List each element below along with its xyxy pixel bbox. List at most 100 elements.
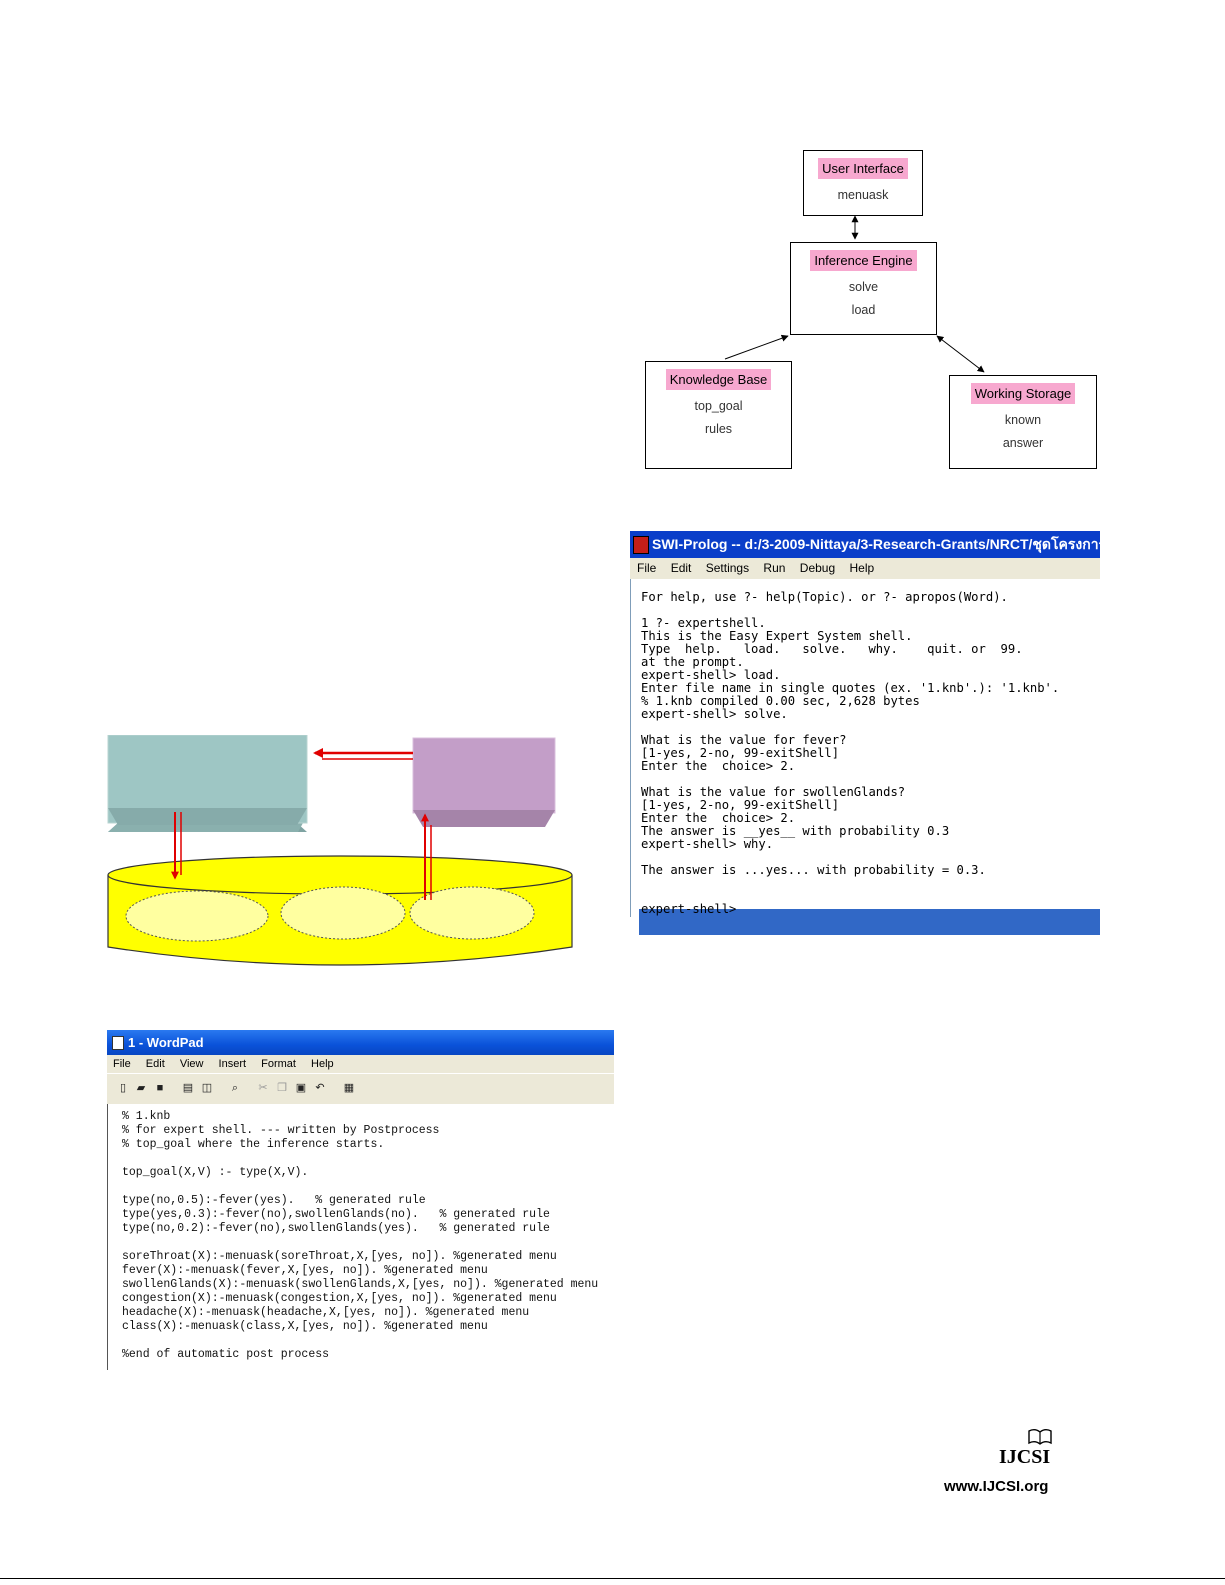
document-line: type(no,0.5):-fever(yes). % generated ru… xyxy=(122,1194,426,1207)
menu-file[interactable]: File xyxy=(637,561,657,575)
working-storage-item: answer xyxy=(1002,436,1044,450)
menu-help[interactable]: Help xyxy=(311,1058,334,1070)
console-line: expert-shell> xyxy=(641,902,737,916)
document-line: %end of automatic post process xyxy=(122,1348,330,1361)
prolog-title-bar[interactable]: SWI-Prolog -- d:/3-2009-Nittaya/3-Resear… xyxy=(630,531,1100,558)
console-line: The answer is ...yes... with probability… xyxy=(641,863,986,877)
selection-highlight xyxy=(639,922,1100,935)
new-icon[interactable]: ▯ xyxy=(119,1082,127,1094)
prolog-title: SWI-Prolog -- d:/3-2009-Nittaya/3-Resear… xyxy=(652,536,1100,552)
console-line: [1-yes, 2-no, 99-exitShell] xyxy=(641,798,840,812)
journal-url[interactable]: www.IJCSI.org xyxy=(944,1478,1049,1495)
teal-box-bottom xyxy=(108,823,303,832)
book-icon xyxy=(1028,1429,1052,1445)
purple-box xyxy=(412,737,556,814)
document-line: type(yes,0.3):-fever(no),swollenGlands(n… xyxy=(122,1208,550,1221)
selection-highlight xyxy=(639,909,1100,922)
prolog-app-icon xyxy=(633,536,649,554)
copy-icon[interactable]: ❐ xyxy=(277,1082,287,1094)
console-line: This is the Easy Expert System shell. xyxy=(641,629,913,643)
journal-logo: IJCSI xyxy=(999,1446,1051,1468)
document-line: top_goal(X,V) :- type(X,V). xyxy=(122,1166,309,1179)
inference-engine-title: Inference Engine xyxy=(810,250,917,271)
menu-run[interactable]: Run xyxy=(763,561,786,575)
arrow-kb-engine xyxy=(724,334,789,360)
inference-engine-item: solve xyxy=(848,280,879,294)
menu-view[interactable]: View xyxy=(179,1058,204,1070)
cut-icon[interactable]: ✂ xyxy=(258,1082,268,1094)
console-line: at the prompt. xyxy=(641,655,744,669)
document-line: swollenGlands(X):-menuask(swollenGlands,… xyxy=(122,1278,599,1291)
console-line: expert-shell> solve. xyxy=(641,707,788,721)
menu-edit[interactable]: Edit xyxy=(145,1058,165,1070)
console-line: expert-shell> load. xyxy=(641,668,781,682)
document-line: fever(X):-menuask(fever,X,[yes, no]). %g… xyxy=(122,1264,488,1277)
document-line: type(no,0.2):-fever(no),swollenGlands(ye… xyxy=(122,1222,550,1235)
document-line: headache(X):-menuask(headache,X,[yes, no… xyxy=(122,1306,530,1319)
prolog-window: SWI-Prolog -- d:/3-2009-Nittaya/3-Resear… xyxy=(630,531,1100,935)
prolog-menu-bar: File Edit Settings Run Debug Help xyxy=(630,558,1100,579)
menu-debug[interactable]: Debug xyxy=(799,561,836,575)
document-line: class(X):-menuask(class,X,[yes, no]). %g… xyxy=(122,1320,488,1333)
menu-edit[interactable]: Edit xyxy=(670,561,692,575)
console-line: [1-yes, 2-no, 99-exitShell] xyxy=(641,746,840,760)
document-line: % for expert shell. --- written by Postp… xyxy=(122,1124,440,1137)
user-interface-item: menuask xyxy=(837,188,889,202)
menu-format[interactable]: Format xyxy=(261,1058,296,1070)
wordpad-app-icon xyxy=(112,1036,124,1050)
database-slot xyxy=(280,886,406,940)
user-interface-title: User Interface xyxy=(818,158,908,179)
database-slot xyxy=(409,886,535,940)
console-line: The answer is __yes__ with probability 0… xyxy=(641,824,950,838)
console-line: The known storage are xyxy=(641,876,796,890)
prolog-console[interactable]: For help, use ?- help(Topic). or ?- apro… xyxy=(630,579,1100,935)
database-slot xyxy=(125,890,269,942)
arrow-engine-storage xyxy=(936,335,985,373)
knowledge-base-item: top_goal xyxy=(694,399,743,413)
console-line: For help, use ?- help(Topic). or ?- apro… xyxy=(641,590,1008,604)
teal-box-base xyxy=(108,808,307,825)
console-line: Enter the choice> 2. xyxy=(641,811,796,825)
console-line: Type help. load. solve. why. quit. or 99… xyxy=(641,642,1023,656)
inference-engine-box: Inference Engine solve load xyxy=(790,242,937,335)
document-line: % top_goal where the inference starts. xyxy=(122,1138,385,1151)
document-line: soreThroat(X):-menuask(soreThroat,X,[yes… xyxy=(122,1250,557,1263)
undo-icon[interactable]: ↶ xyxy=(315,1082,325,1094)
block-diagram xyxy=(107,735,573,966)
insert-datetime-icon[interactable]: ▦ xyxy=(343,1082,355,1094)
wordpad-window: 1 - WordPad File Edit View Insert Format… xyxy=(107,1030,614,1370)
console-line: % 1.knb compiled 0.00 sec, 2,628 bytes xyxy=(641,694,920,708)
working-storage-title: Working Storage xyxy=(970,383,1076,404)
console-line: Enter the choice> 2. xyxy=(641,759,796,773)
knowledge-base-box: Knowledge Base top_goal rules xyxy=(645,361,792,469)
console-line: expert-shell> why. xyxy=(641,837,774,851)
paste-icon[interactable]: ▣ xyxy=(295,1082,307,1094)
purple-box-base xyxy=(413,810,555,827)
wordpad-title-bar[interactable]: 1 - WordPad xyxy=(107,1030,614,1055)
console-line: 1 ?- expertshell. xyxy=(641,616,766,630)
wordpad-document[interactable]: % 1.knb% for expert shell. --- written b… xyxy=(107,1104,614,1370)
open-icon[interactable]: ▰ xyxy=(136,1082,146,1094)
diagram-arrows xyxy=(724,215,985,373)
console-line: Enter file name in single quotes (ex. '1… xyxy=(641,681,1060,695)
find-icon[interactable]: ⌕ xyxy=(231,1082,239,1094)
menu-insert[interactable]: Insert xyxy=(218,1058,247,1070)
wordpad-toolbar: ▯ ▰ ■ ▤ ◫ ⌕ ✂ ❐ ▣ ↶ ▦ xyxy=(107,1073,614,1105)
console-line: [swollenGlands(no), fever(no)] xyxy=(641,889,862,903)
console-line: What is the value for fever? xyxy=(641,733,847,747)
save-icon[interactable]: ■ xyxy=(156,1082,164,1094)
working-storage-box: Working Storage known answer xyxy=(949,375,1097,469)
document-line: congestion(X):-menuask(congestion,X,[yes… xyxy=(122,1292,557,1305)
menu-help[interactable]: Help xyxy=(849,561,875,575)
wordpad-title: 1 - WordPad xyxy=(128,1035,204,1050)
console-line: What is the value for swollenGlands? xyxy=(641,785,906,799)
menu-file[interactable]: File xyxy=(113,1058,131,1070)
menu-settings[interactable]: Settings xyxy=(705,561,750,575)
knowledge-base-item: rules xyxy=(704,422,733,436)
working-storage-item: known xyxy=(1004,413,1042,427)
print-preview-icon[interactable]: ◫ xyxy=(201,1082,213,1094)
page-bottom-rule xyxy=(0,1578,1225,1579)
user-interface-box: User Interface menuask xyxy=(803,150,923,216)
knowledge-base-title: Knowledge Base xyxy=(665,369,772,390)
print-icon[interactable]: ▤ xyxy=(182,1082,194,1094)
